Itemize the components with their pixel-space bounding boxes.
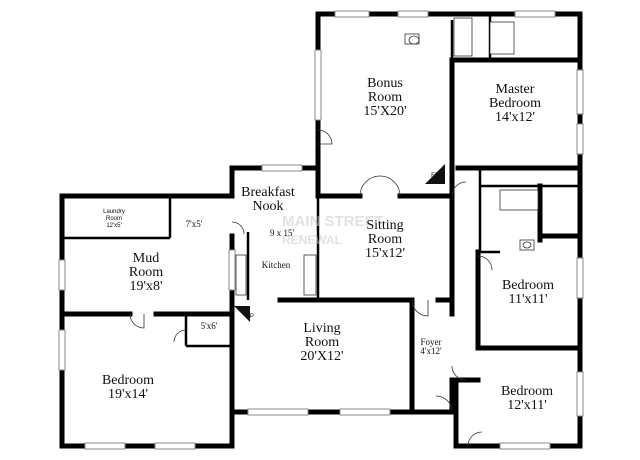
laundry-room-name-2: Room (106, 216, 122, 222)
closet-a-dims: 7'x5' (186, 219, 203, 229)
fireplace-label-2: FP (246, 314, 254, 320)
bedroom-mid-name: Bedroom (502, 278, 554, 293)
kitchen-name: Kitchen (262, 260, 291, 270)
bedroom-left-dims: 19'x14' (108, 387, 148, 402)
living-room-dims: 20'X12' (300, 349, 343, 364)
living-room-name-1: Living (303, 321, 340, 336)
fixtures (235, 17, 539, 296)
closet-b-dims: 5'x6' (201, 321, 218, 331)
watermark-line1: MAIN STREET (282, 213, 384, 230)
fireplace-icon (425, 164, 445, 184)
mud-room-dims: 19'x8' (129, 279, 162, 294)
laundry-room-name-1: Laundry (103, 209, 125, 215)
sitting-room-dims: 15'x12' (365, 246, 405, 261)
sitting-room-name-1: Sitting (366, 218, 403, 233)
living-room-name-2: Room (305, 335, 339, 350)
bedroom-left-name: Bedroom (102, 373, 154, 388)
bedroom-mid-dims: 11'x11' (508, 292, 547, 307)
mud-room-name-1: Mud (133, 251, 159, 266)
bonus-room-name-1: Bonus (367, 76, 403, 91)
master-bedroom-name-2: Bedroom (489, 96, 541, 111)
bonus-room-name-2: Room (368, 90, 402, 105)
foyer-name: Foyer (421, 337, 442, 347)
breakfast-nook-name-1: Breakfast (241, 185, 295, 200)
bedroom-right-name: Bedroom (501, 384, 553, 399)
watermark: MAIN STREET RENEWAL (282, 213, 384, 247)
windows (58, 10, 584, 450)
fireplace-label: FP (431, 173, 439, 179)
bedroom-right-dims: 12'x11' (507, 398, 547, 413)
foyer-dims: 4'x12' (420, 346, 442, 356)
fireplace-icon (234, 306, 250, 322)
watermark-line2: RENEWAL (282, 233, 342, 247)
door-swings (129, 129, 493, 447)
bonus-room-dims: 15'X20' (363, 104, 406, 119)
sitting-room-name-2: Room (368, 232, 402, 247)
master-bedroom-dims: 14'x12' (495, 110, 535, 125)
breakfast-nook-name-2: Nook (252, 199, 283, 214)
room-labels: Bonus Room 15'X20' Master Bedroom 14'x12… (102, 76, 554, 413)
mud-room-name-2: Room (129, 265, 163, 280)
master-bedroom-name-1: Master (496, 82, 535, 97)
laundry-room-dims: 12'x5' (106, 223, 121, 229)
breakfast-nook-dims: 9 x 15' (270, 228, 295, 238)
fireplace-symbols: FP FP (234, 164, 445, 322)
